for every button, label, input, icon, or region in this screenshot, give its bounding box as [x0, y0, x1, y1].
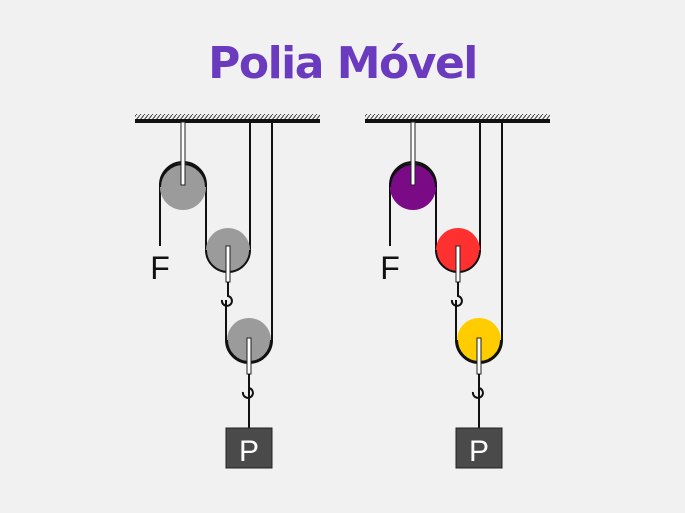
page-title: Polia Móvel [208, 38, 478, 89]
hanger-rod [476, 337, 482, 375]
pulley-fixed-purple [390, 164, 436, 210]
hook-icon [220, 282, 233, 307]
hook-icon [241, 374, 254, 399]
force-label: F [150, 250, 170, 286]
ceiling-hatch [135, 114, 320, 119]
hook-icon [450, 282, 463, 307]
force-label: F [380, 250, 400, 286]
left-pulley-system: P F [135, 114, 320, 469]
weight-label: P [469, 435, 489, 468]
weight-box [455, 427, 503, 469]
hanger-rod [410, 121, 416, 186]
hanger-rod [455, 245, 461, 283]
weight-label: P [239, 435, 259, 468]
ceiling-beam [365, 119, 550, 123]
hanger-rod [246, 337, 252, 375]
right-pulley-system: P F [365, 114, 550, 469]
hook-icon [471, 374, 484, 399]
pulley-fixed [160, 164, 206, 210]
weight-box [225, 427, 273, 469]
hanger-rod [180, 121, 186, 186]
ceiling-hatch [365, 114, 550, 119]
hanger-rod [225, 245, 231, 283]
ceiling-beam [135, 119, 320, 123]
